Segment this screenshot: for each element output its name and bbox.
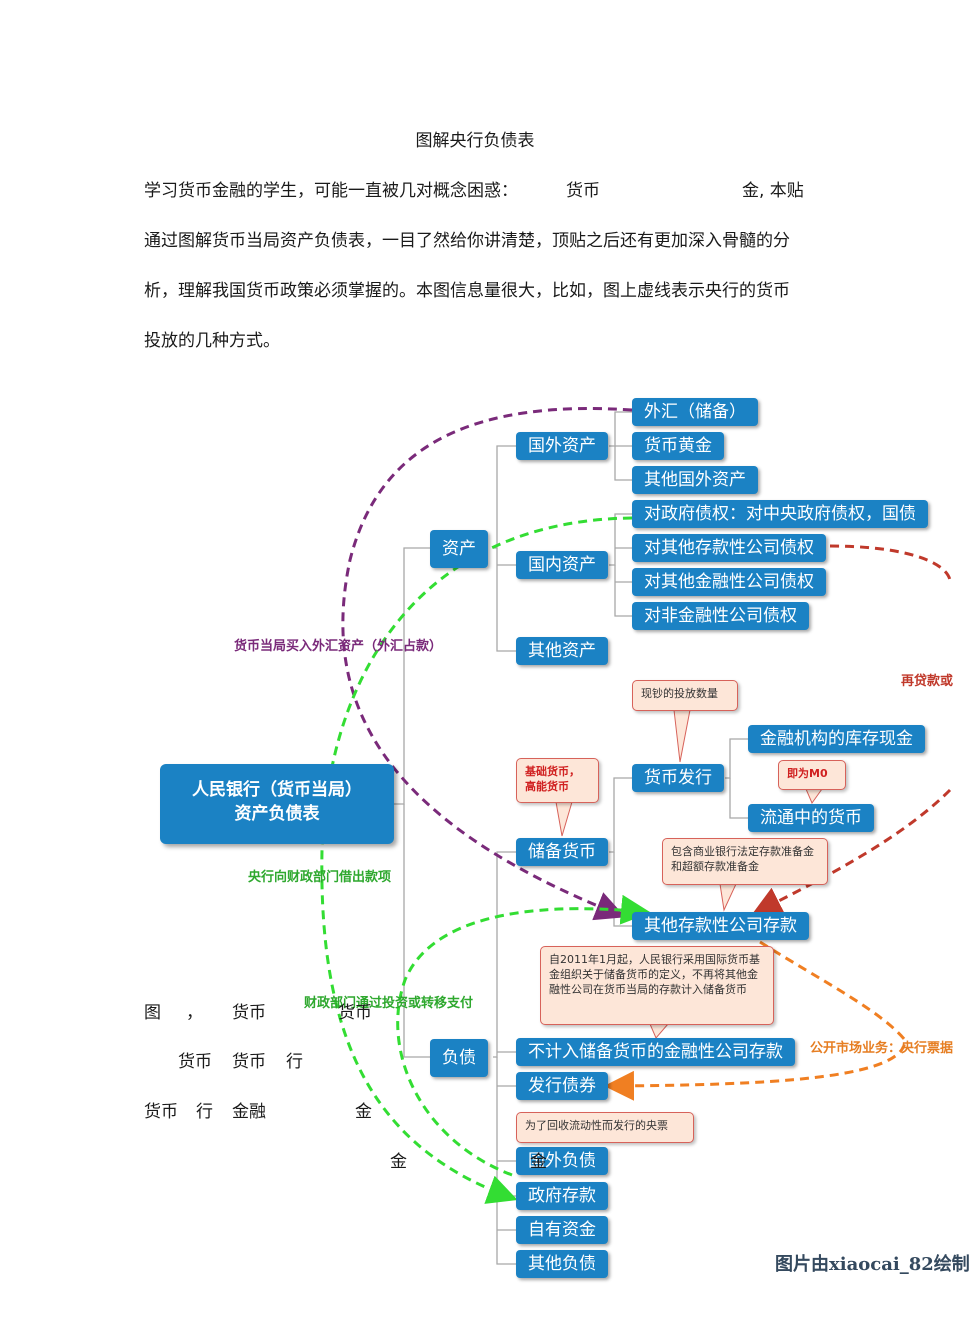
note-central-bank-bills: 为了回收流动性而发行的央票 <box>516 1112 694 1143</box>
intro-line-4: 投放的几种方式。 <box>144 331 280 351</box>
label-fiscal-transfer: 财政部门通过投资或转移支付 <box>304 996 474 1011</box>
node-foreign-liabilities: 国外负债 <box>516 1147 608 1175</box>
fragment-text: 货币 <box>232 1052 266 1072</box>
intro-line-2: 通过图解货币当局资产负债表，一目了然给你讲清楚，顶贴之后还有更加深入骨髓的分 <box>144 231 790 251</box>
fragment-text: 行 <box>196 1102 213 1122</box>
node-claims-financial: 对其他金融性公司债权 <box>632 568 826 596</box>
node-currency-issue: 货币发行 <box>632 764 724 792</box>
node-foreign-assets: 国外资产 <box>516 432 608 460</box>
page-title: 图解央行负债表 <box>415 131 535 151</box>
fragment-text: 货币 <box>178 1052 212 1072</box>
node-claims-government: 对政府债权：对中央政府债权，国债 <box>632 500 928 528</box>
intro-line-1: 学习货币金融的学生，可能一直被几对概念困惑： <box>144 181 518 201</box>
intro-fragment-gold: 金, 本贴 <box>742 181 804 201</box>
fragment-text: 金 <box>355 1102 372 1122</box>
node-other-liabilities: 其他负债 <box>516 1250 608 1278</box>
label-open-market: 公开市场业务：央行票据 <box>810 1041 954 1056</box>
node-fx-reserves: 外汇（储备） <box>632 398 758 426</box>
node-non-reserve-deposits: 不计入储备货币的金融性公司存款 <box>516 1038 795 1066</box>
intro-fragment-currency: 货币 <box>566 181 600 201</box>
fragment-text: 图 <box>144 1003 161 1023</box>
fragment-text: ， <box>186 1003 203 1023</box>
node-government-deposits: 政府存款 <box>516 1182 608 1210</box>
node-other-foreign-assets: 其他国外资产 <box>632 466 758 494</box>
fragment-text: 货币 <box>338 1003 372 1023</box>
fragment-text: 行 <box>286 1052 303 1072</box>
root-subtitle: 资产负债表 <box>234 804 320 824</box>
note-reserve-requirement: 包含商业银行法定存款准备金和超额存款准备金 <box>662 838 828 885</box>
node-claims-nonfinancial: 对非金融性公司债权 <box>632 602 809 630</box>
label-fx-purchase: 货币当局买入外汇资产（外汇占款） <box>234 639 443 654</box>
label-relending: 再贷款或 <box>901 674 954 689</box>
root-node: 人民银行（货币当局） 资产负债表 <box>160 764 394 844</box>
node-vault-cash: 金融机构的库存现金 <box>748 725 925 753</box>
node-bond-issuance: 发行债券 <box>516 1072 608 1100</box>
fragment-text: 货币 <box>232 1003 266 1023</box>
intro-line-3: 析，理解我国货币政策必须掌握的。本图信息量很大，比如，图上虚线表示央行的货币 <box>144 281 790 301</box>
fragment-text: 金 <box>390 1152 407 1172</box>
note-cash-quantity: 现钞的投放数量 <box>632 680 738 711</box>
note-since-2011: 自2011年1月起，人民银行采用国际货币基金组织关于储备货币的定义，不再将其他金… <box>540 946 774 1025</box>
node-liabilities: 负债 <box>430 1039 488 1077</box>
fragment-text: 金融 <box>232 1102 266 1122</box>
label-lend-to-finance: 央行向财政部门借出款项 <box>248 870 392 885</box>
image-credit: 图片由xiaocai_82绘制 <box>775 1254 970 1275</box>
node-reserve-money: 储备货币 <box>516 838 608 866</box>
fragment-text: 货币 <box>144 1102 178 1122</box>
node-currency-in-circulation: 流通中的货币 <box>748 804 874 832</box>
node-own-funds: 自有资金 <box>516 1216 608 1244</box>
node-monetary-gold: 货币黄金 <box>632 432 724 460</box>
fragment-text: 金 <box>530 1152 547 1172</box>
note-base-money: 基础货币，高能货币 <box>516 758 599 803</box>
note-m0: 即为M0 <box>778 760 846 790</box>
node-other-assets: 其他资产 <box>516 637 608 665</box>
node-domestic-assets: 国内资产 <box>516 551 608 579</box>
root-title: 人民银行（货币当局） <box>192 780 362 800</box>
node-depository-deposits: 其他存款性公司存款 <box>632 912 809 940</box>
node-claims-depository: 对其他存款性公司债权 <box>632 534 826 562</box>
diagram-connectors <box>320 407 952 1265</box>
node-assets: 资产 <box>430 530 488 568</box>
